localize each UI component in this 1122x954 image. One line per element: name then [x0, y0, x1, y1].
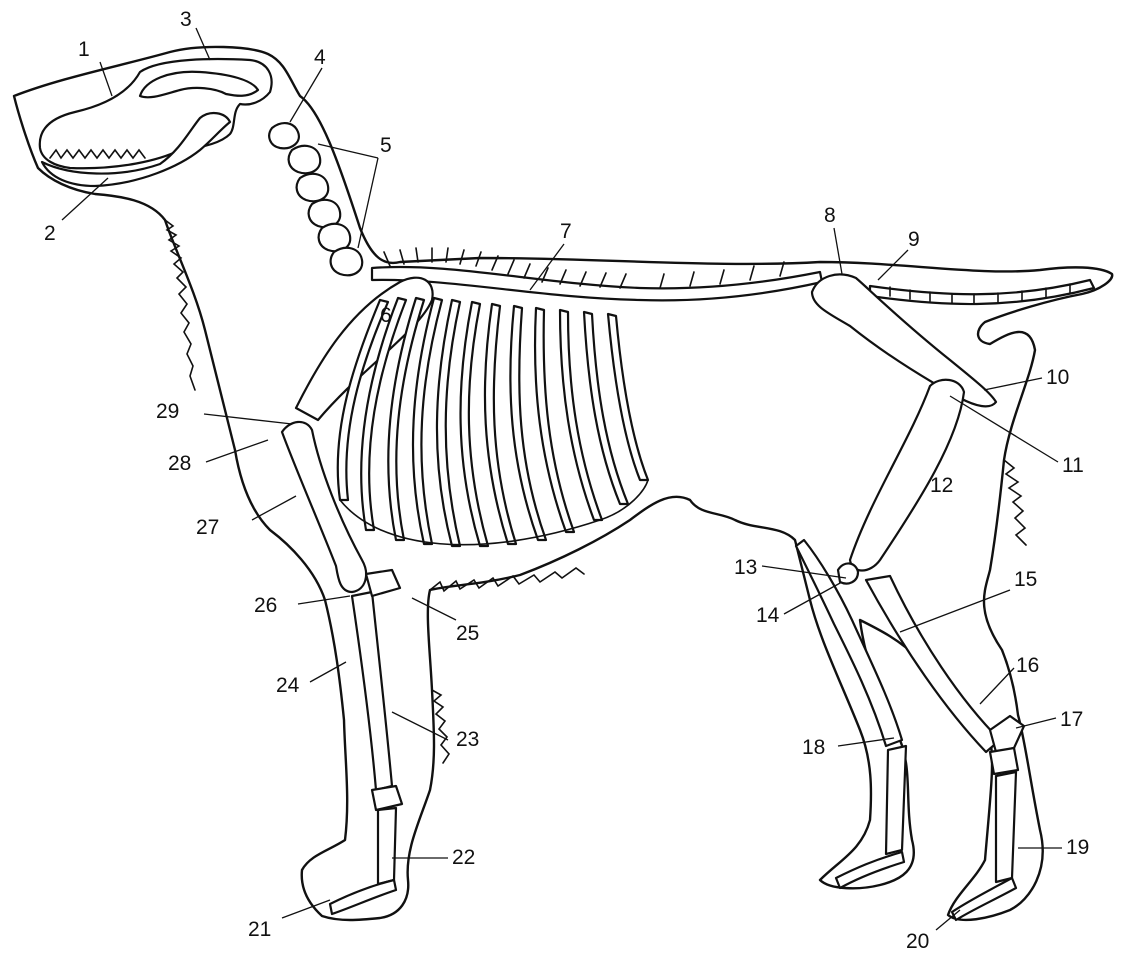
- label-7: 7: [560, 220, 572, 243]
- label-22: 22: [452, 846, 475, 869]
- label-12: 12: [930, 474, 953, 497]
- label-28: 28: [168, 452, 191, 475]
- label-27: 27: [196, 516, 219, 539]
- label-24: 24: [276, 674, 300, 697]
- label-11: 11: [1062, 454, 1084, 477]
- label-15: 15: [1014, 568, 1037, 591]
- label-21: 21: [248, 918, 271, 941]
- label-2: 2: [44, 222, 56, 245]
- rear-fringe: [1004, 460, 1026, 545]
- label-20: 20: [906, 930, 929, 953]
- label-13: 13: [734, 556, 757, 579]
- label-6: 6: [380, 304, 392, 327]
- near-metatarsals: [886, 746, 906, 854]
- tarsals: [990, 748, 1018, 774]
- label-9: 9: [908, 228, 920, 251]
- metacarpals-front: [378, 808, 396, 884]
- label-10: 10: [1046, 366, 1069, 389]
- label-23: 23: [456, 728, 479, 751]
- label-25: 25: [456, 622, 479, 645]
- label-4: 4: [314, 46, 326, 69]
- label-14: 14: [756, 604, 780, 627]
- label-18: 18: [802, 736, 825, 759]
- label-29: 29: [156, 400, 179, 423]
- metatarsals: [996, 772, 1016, 882]
- label-8: 8: [824, 204, 836, 227]
- label-19: 19: [1066, 836, 1089, 859]
- label-5: 5: [380, 134, 392, 157]
- label-3: 3: [180, 8, 192, 31]
- patella: [838, 563, 858, 583]
- label-16: 16: [1016, 654, 1039, 677]
- label-26: 26: [254, 594, 277, 617]
- label-1: 1: [78, 38, 90, 61]
- label-17: 17: [1060, 708, 1083, 731]
